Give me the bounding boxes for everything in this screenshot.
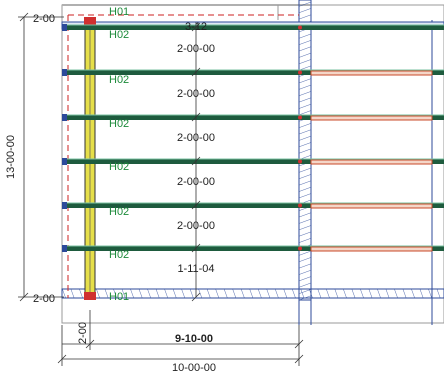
beam-end-marker <box>62 245 67 252</box>
level-label: H02 <box>109 161 129 173</box>
level-label: H01 <box>109 6 129 18</box>
beam-node-marker <box>298 246 302 251</box>
height-tick-top <box>19 12 29 22</box>
beams-group <box>62 24 444 252</box>
level-label: H02 <box>109 74 129 86</box>
height-tick-bottom <box>19 292 29 302</box>
top-offset-label: 2-00 <box>33 13 55 25</box>
beam-end-marker <box>62 114 67 121</box>
span-label: 2-00-00 <box>177 88 215 100</box>
span-label: 1-11-04 <box>177 263 214 275</box>
wall-section <box>298 0 312 301</box>
beam <box>62 115 444 120</box>
bottom-offset-label: 2-00 <box>33 293 55 305</box>
hdim-tick-4 <box>294 354 304 364</box>
post-cap-bottom <box>84 292 96 300</box>
hdim-tick-3 <box>57 354 67 364</box>
span-label: 2-00-00 <box>177 132 215 144</box>
rail-bar <box>310 203 433 209</box>
hdim-tick-1 <box>85 339 95 349</box>
rail-bar <box>310 159 433 165</box>
level-label: H02 <box>109 249 129 261</box>
span-label: 2-00-00 <box>177 176 215 188</box>
beam-end-marker <box>62 24 67 31</box>
level-label: H02 <box>109 118 129 130</box>
beam <box>62 246 444 251</box>
hdim-inner-label: 9-10-00 <box>175 333 213 345</box>
hdim-overall-label: 10-00-00 <box>172 362 216 374</box>
top-span-label: 3-12 <box>185 21 207 33</box>
rail-bar <box>310 115 433 121</box>
span-label: 2-00-00 <box>177 43 215 55</box>
span-labels-group: 2-00-00 2-00-00 2-00-00 2-00-00 2-00-00 1-11-… <box>177 43 215 275</box>
rail-bar <box>310 70 433 76</box>
level-label: H01 <box>109 291 129 303</box>
level-label: H02 <box>109 206 129 218</box>
beam <box>62 25 444 30</box>
hdim-short-label: 2-00 <box>77 322 89 344</box>
span-label: 2-00-00 <box>177 220 215 232</box>
beam-end-marker <box>62 202 67 209</box>
beam-node-marker <box>298 25 302 30</box>
rail-bar <box>310 246 433 252</box>
beam <box>62 70 444 75</box>
beam <box>62 203 444 208</box>
hdim-tick-2 <box>294 339 304 349</box>
beam-end-marker <box>62 158 67 165</box>
beam-node-marker <box>298 203 302 208</box>
beam-node-marker <box>298 70 302 75</box>
rails-group <box>310 70 433 252</box>
beam-node-marker <box>298 159 302 164</box>
bottom-slab <box>61 288 444 299</box>
beam-node-marker <box>298 115 302 120</box>
beam-end-marker <box>62 69 67 76</box>
beam <box>62 159 444 164</box>
overall-height-label: 13-00-00 <box>5 135 17 179</box>
post-cap-top <box>84 17 96 25</box>
level-label: H02 <box>109 29 129 41</box>
